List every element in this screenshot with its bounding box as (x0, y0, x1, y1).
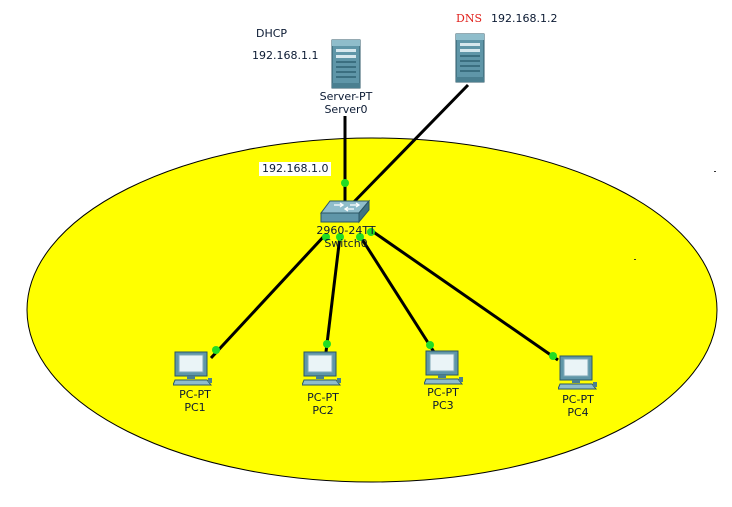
pc1-device[interactable] (172, 351, 213, 391)
pc-icon (172, 351, 213, 386)
pc3-name: PC3 (432, 399, 454, 412)
switch0-model: 2960-24TT (316, 224, 376, 237)
link-dns-switch[interactable] (346, 83, 470, 210)
port-status-pc3 (426, 341, 434, 349)
server-icon (331, 39, 361, 89)
link-switch-pc4[interactable] (371, 229, 559, 362)
pc4-device[interactable] (557, 355, 598, 395)
switch0-device[interactable] (320, 199, 371, 229)
server0-annotation: DHCP (256, 27, 288, 40)
pc2-name: PC2 (312, 404, 334, 417)
pc2-device[interactable] (301, 351, 342, 391)
dns-server-device[interactable] (454, 33, 486, 87)
pc3-model: PC-PT (427, 386, 459, 399)
server0-model: Server-PT (319, 90, 373, 103)
port-status-pc2 (323, 340, 331, 348)
link-switch-pc3[interactable] (358, 235, 436, 353)
port-status-switch-pc2 (336, 233, 344, 241)
server-icon (455, 33, 485, 83)
port-status-pc1 (212, 346, 220, 354)
network-address-label: 192.168.1.0 (259, 162, 332, 176)
port-status-switch-pc3 (356, 233, 364, 241)
pc1-name: PC1 (184, 401, 206, 414)
canvas-artifact (634, 259, 636, 260)
pc-icon (557, 355, 598, 390)
pc4-model: PC-PT (562, 393, 594, 406)
canvas-artifact (714, 171, 716, 172)
pc-icon (301, 351, 342, 386)
port-status-switch-pc1 (322, 233, 330, 241)
link-switch-pc1[interactable] (209, 232, 328, 360)
pc3-device[interactable] (423, 350, 464, 390)
port-status-pc4 (549, 352, 557, 360)
server0-name: Server0 (324, 103, 368, 116)
dns-ip: 192.168.1.2 (491, 12, 558, 25)
pc4-name: PC4 (567, 406, 589, 419)
port-status-switch-uplink (367, 228, 375, 236)
switch-icon (320, 199, 371, 224)
switch0-name: Switch0 (324, 237, 368, 250)
server0-ip: 192.168.1.1 (252, 49, 319, 62)
server0-device[interactable] (330, 39, 362, 93)
dns-annotation: DNS (456, 12, 482, 25)
link-switch-pc2[interactable] (324, 235, 342, 353)
pc2-model: PC-PT (307, 391, 339, 404)
port-status-server0 (341, 179, 349, 187)
pc-icon (423, 350, 464, 385)
pc1-model: PC-PT (179, 388, 211, 401)
lan-area (26, 137, 718, 483)
